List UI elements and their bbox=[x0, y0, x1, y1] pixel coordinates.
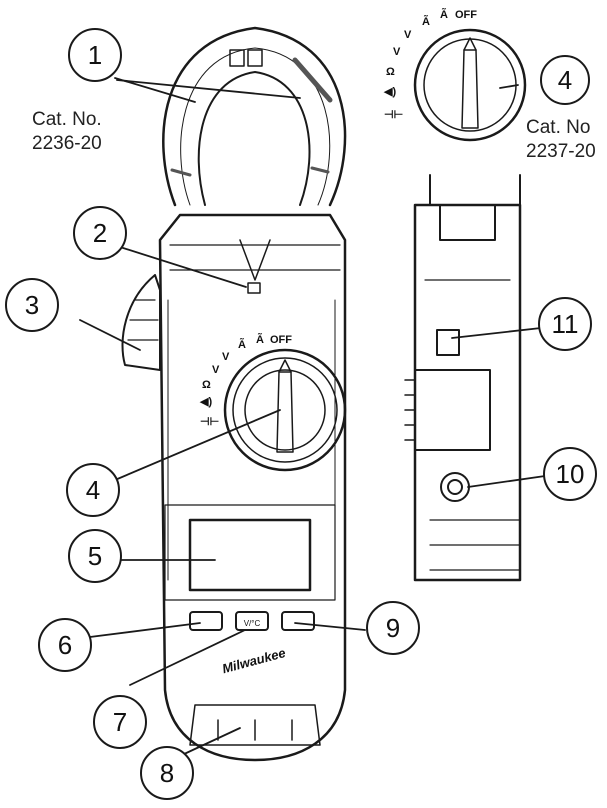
meter-body bbox=[158, 213, 347, 762]
callout-2-text: 2 bbox=[93, 218, 107, 248]
dial-labels-detail: OFF Ã Ã V V Ω ◀) ⊣⊢ bbox=[383, 8, 477, 121]
callout-11-text: 11 bbox=[552, 309, 579, 339]
callout-2 bbox=[73, 206, 127, 260]
callout-3-text: 3 bbox=[25, 290, 39, 320]
callout-1 bbox=[68, 28, 122, 82]
dial-off-label: OFF bbox=[270, 334, 292, 346]
brand-logo: Milwaukee bbox=[220, 645, 287, 676]
dial-setting-continuity: ◀) bbox=[199, 396, 212, 408]
callout-1-text: 1 bbox=[88, 40, 102, 70]
callout-4-top bbox=[540, 55, 590, 105]
meter-text: V/°C Milwaukee bbox=[220, 619, 287, 676]
dial-setting-v-dc: V bbox=[212, 364, 220, 376]
callout-11 bbox=[538, 297, 592, 351]
dial-detail-continuity: ◀) bbox=[383, 86, 396, 98]
jaw-marker-right bbox=[247, 49, 263, 67]
dial-detail-v-ac: V bbox=[404, 29, 412, 41]
catalog-left-number: 2236-20 bbox=[32, 133, 102, 154]
callout-4-top-text: 4 bbox=[558, 65, 572, 95]
dial-detail-a-ac: Ã bbox=[440, 8, 448, 21]
side-view bbox=[404, 174, 522, 582]
mode-button-label: V/°C bbox=[244, 619, 261, 628]
callout-6 bbox=[38, 618, 92, 672]
hold-button[interactable] bbox=[189, 611, 223, 631]
side-jack bbox=[440, 472, 470, 502]
leader-lines bbox=[79, 77, 546, 756]
catalog-right: Cat. No 2237-20 bbox=[526, 116, 606, 164]
dial-setting-a-dc: Ã bbox=[238, 338, 246, 351]
callout-7 bbox=[93, 695, 147, 749]
callout-5-text: 5 bbox=[88, 541, 102, 571]
dial-detail-ohm: Ω bbox=[386, 66, 395, 78]
dial-setting-ohm: Ω bbox=[202, 379, 211, 391]
callout-8 bbox=[140, 746, 194, 800]
side-button[interactable] bbox=[436, 329, 460, 356]
dial-detail-capacitance: ⊣⊢ bbox=[384, 108, 403, 121]
dial-detail-off: OFF bbox=[455, 9, 477, 21]
rotary-dial bbox=[223, 348, 347, 472]
callout-9 bbox=[366, 601, 420, 655]
callout-8-text: 8 bbox=[160, 758, 174, 788]
dial-detail bbox=[413, 28, 527, 142]
callout-4-main-text: 4 bbox=[86, 475, 100, 505]
callout-5 bbox=[68, 529, 122, 583]
callout-3 bbox=[5, 278, 59, 332]
clamp-jaws bbox=[162, 26, 347, 207]
catalog-left: Cat. No. 2236-20 bbox=[32, 108, 102, 156]
dial-detail-v-dc: V bbox=[393, 46, 401, 58]
callout-10-text: 10 bbox=[556, 459, 585, 489]
catalog-right-number: 2237-20 bbox=[526, 141, 596, 162]
callouts bbox=[5, 28, 597, 800]
catalog-left-label: Cat. No. bbox=[32, 109, 102, 130]
jaw-marker-left bbox=[229, 49, 245, 67]
dial-labels-main: OFF Ã Ã V V Ω ◀) ⊣⊢ bbox=[199, 333, 292, 428]
lcd-display bbox=[188, 518, 312, 592]
callout-4-main bbox=[66, 463, 120, 517]
callout-9-text: 9 bbox=[386, 613, 400, 643]
minmax-button[interactable] bbox=[281, 611, 315, 631]
callout-numbers: 1 2 3 4 4 5 6 7 8 9 10 11 bbox=[25, 40, 585, 788]
dial-setting-a-ac: Ã bbox=[256, 333, 264, 346]
catalog-right-label: Cat. No bbox=[526, 117, 591, 138]
dial-setting-v-ac: V bbox=[222, 351, 230, 363]
jaw-trigger bbox=[121, 274, 161, 371]
dial-detail-a-dc: Ã bbox=[422, 15, 430, 28]
flashlight bbox=[247, 282, 261, 294]
callout-7-text: 7 bbox=[113, 707, 127, 737]
callout-10 bbox=[543, 447, 597, 501]
callout-6-text: 6 bbox=[58, 630, 72, 660]
input-terminals bbox=[189, 704, 321, 746]
mode-button[interactable] bbox=[235, 611, 269, 631]
dial-setting-capacitance: ⊣⊢ bbox=[200, 415, 219, 428]
